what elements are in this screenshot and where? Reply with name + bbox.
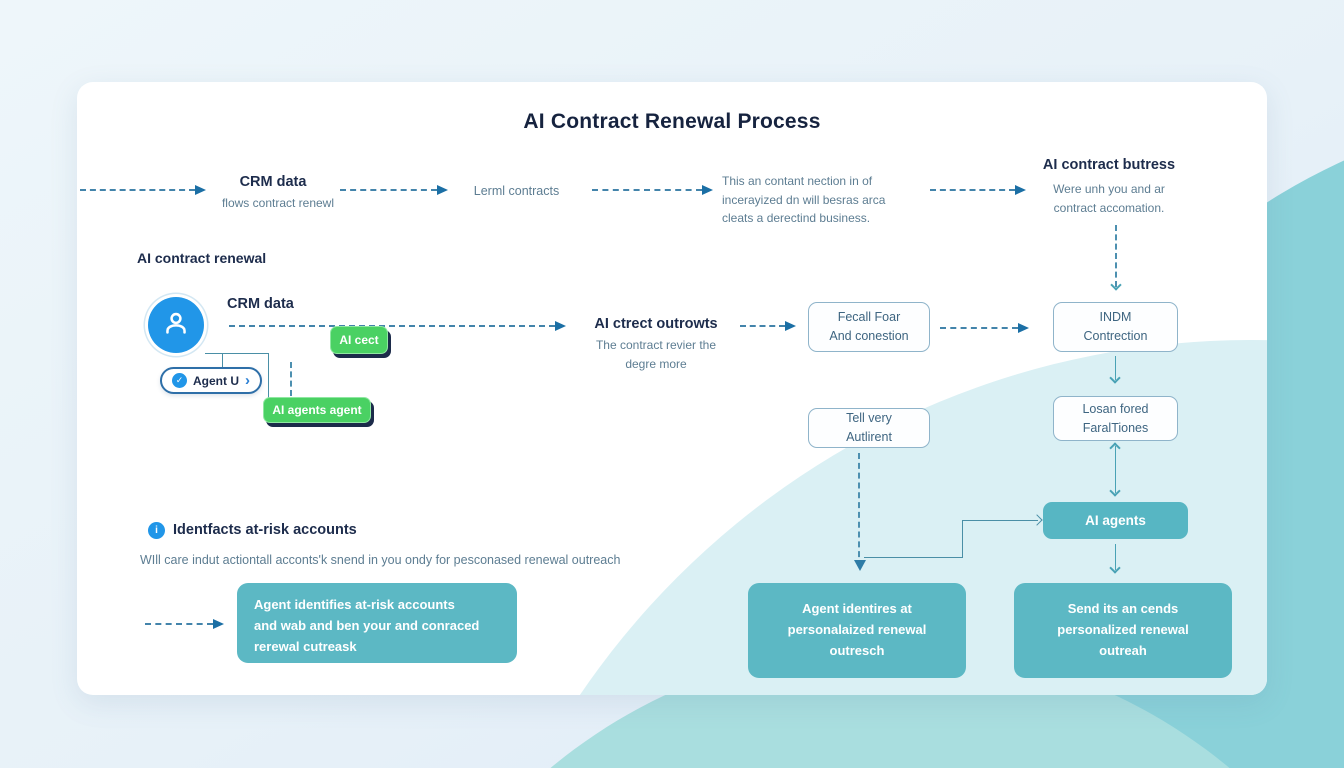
dashed-down-arrow: [1110, 225, 1122, 291]
arrowhead-right-icon: [195, 185, 206, 195]
page-title: AI Contract Renewal Process: [523, 110, 821, 133]
indm-box: INDM Contrection: [1053, 302, 1178, 352]
ai-contract-buttress-title: AI contract butress: [1042, 157, 1176, 173]
arrowhead-right-icon: [785, 321, 796, 331]
elbow-connector: [962, 520, 963, 558]
dashed-arrow: [145, 619, 224, 629]
person-icon: [160, 307, 192, 344]
dashed-arrow: [80, 185, 206, 195]
down-arrow: [1109, 356, 1121, 384]
check-icon: ✓: [172, 373, 187, 388]
crm-data-node-label: CRM data: [227, 296, 294, 312]
info-icon: i: [148, 522, 165, 539]
dashed-arrow: [592, 185, 713, 195]
arrowhead-right-icon: [702, 185, 713, 195]
dashed-arrow: [229, 321, 566, 331]
crm-data-step-title: CRM data: [239, 174, 307, 190]
chevron-right-icon: ›: [245, 372, 250, 389]
recall-box: Fecall Foar And conestion: [808, 302, 930, 352]
at-risk-box-right: Send its an cends personalized renewal o…: [1014, 583, 1232, 678]
crm-data-step-subtitle: flows contract renewl: [221, 196, 335, 210]
at-risk-title: Identfacts at-risk accounts: [173, 522, 357, 538]
diagram-card: AI Contract Renewal Process CRM data flo…: [77, 82, 1267, 695]
outreach-subtitle: The contract revier the degre more: [595, 338, 717, 371]
loan-box: Losan fored FaralTiones: [1053, 396, 1178, 441]
arrowhead-right-icon: [437, 185, 448, 195]
double-arrow: [1109, 442, 1121, 497]
tell-box: Tell very Autlirent: [808, 408, 930, 448]
connector-line: [205, 353, 268, 354]
at-risk-box-left: Agent identifies at-risk accounts and wa…: [237, 583, 517, 663]
process-note-text: This an contant nection in of incerayize…: [722, 174, 886, 226]
elbow-connector: [864, 557, 962, 558]
section-label-renewal: AI contract renewal: [137, 250, 267, 266]
legal-contracts-label: Lerml contracts: [473, 184, 560, 198]
dashed-arrow: [340, 185, 448, 195]
long-dashed-down-arrow: [854, 453, 866, 571]
ai-cect-button[interactable]: AI cect: [330, 326, 388, 354]
outreach-title: AI ctrect outrowts: [594, 316, 718, 332]
at-risk-description: WIll care indut actiontall acconts'k sne…: [140, 553, 621, 567]
agent-pill-label: Agent U: [193, 373, 239, 388]
dashed-connector-line: [290, 362, 292, 396]
ai-agents-agent-button[interactable]: AI agents agent: [263, 397, 371, 423]
dashed-arrow: [940, 323, 1029, 333]
elbow-connector: [962, 514, 1043, 526]
arrowhead-right-icon: [1015, 185, 1026, 195]
connector-line: [268, 353, 269, 398]
ai-contract-buttress-subtitle: Were unh you and ar contract accomation.: [1053, 182, 1165, 215]
arrowhead-right-icon: [555, 321, 566, 331]
agent-pill-button[interactable]: ✓ Agent U ›: [160, 367, 262, 394]
at-risk-box-middle: Agent identires at personalaized renewal…: [748, 583, 966, 678]
arrowhead-down-icon: [854, 560, 866, 571]
connector-line: [222, 353, 223, 368]
arrowhead-right-icon: [1018, 323, 1029, 333]
arrowhead-right-icon: [213, 619, 224, 629]
dashed-arrow: [740, 321, 796, 331]
arrowhead-down-icon: [1110, 279, 1122, 291]
ai-agents-button[interactable]: AI agents: [1043, 502, 1188, 539]
dashed-arrow: [930, 185, 1026, 195]
down-arrow: [1109, 544, 1121, 574]
user-avatar: [148, 297, 204, 353]
